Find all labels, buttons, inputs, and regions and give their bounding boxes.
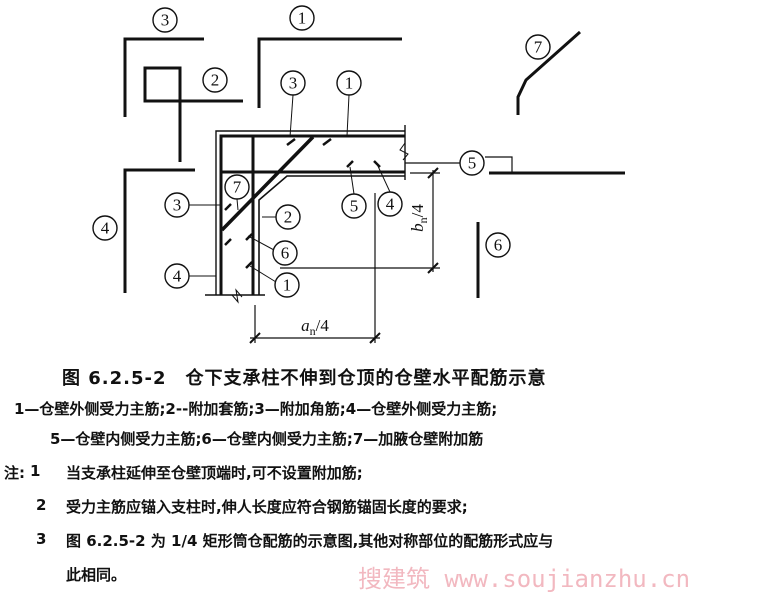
- svg-text:5: 5: [468, 154, 477, 173]
- marker-left4: 4: [164, 263, 190, 289]
- marker-5: 5: [341, 193, 367, 219]
- note-1-number: 1: [30, 462, 41, 480]
- svg-text:4: 4: [386, 195, 395, 214]
- watermark: 搜建筑 www.soujianzhu.cn: [358, 565, 691, 593]
- svg-text:4: 4: [173, 267, 182, 286]
- svg-text:1: 1: [283, 276, 292, 295]
- note-3-text: 图 6.2.5-2 为 1/4 矩形筒仓配筋的示意图,其他对称部位的配筋形式应与: [66, 532, 554, 550]
- note-2-text: 受力主筋应锚入支柱时,伸人长度应符合钢筋锚固长度的要求;: [66, 498, 468, 516]
- marker-6: 6: [272, 240, 298, 266]
- bar-piece-5: [405, 156, 625, 175]
- dimension-bn: bn/4: [280, 167, 440, 274]
- marker-7: 7: [224, 174, 250, 200]
- bar-piece-3: [123, 37, 204, 117]
- svg-text:4: 4: [101, 219, 110, 238]
- marker-2: 2: [275, 204, 301, 230]
- marker-1: 1: [274, 272, 300, 298]
- svg-text:3: 3: [173, 196, 182, 215]
- svg-text:6: 6: [494, 236, 503, 255]
- svg-text:1: 1: [298, 9, 307, 28]
- bar-piece-4: [123, 168, 195, 293]
- marker-piece1: 1: [289, 5, 315, 31]
- legend-line-2: 5—仓壁内侧受力主筋;6—仓壁内侧受力主筋;7—加腋仓壁附加筋: [50, 430, 484, 448]
- note-3-number: 3: [36, 530, 47, 548]
- svg-text:5: 5: [350, 197, 359, 216]
- svg-text:3: 3: [289, 74, 298, 93]
- dimension-bn-label: bn/4: [408, 204, 430, 232]
- marker-piece4: 4: [92, 215, 118, 241]
- marker-piece2: 2: [202, 67, 228, 93]
- wall-corner: [205, 125, 409, 304]
- marker-4: 4: [377, 191, 403, 217]
- marker-piece5: 5: [459, 150, 485, 176]
- marker-top1: 1: [336, 70, 362, 96]
- marker-top3: 3: [280, 70, 306, 96]
- marker-left3: 3: [164, 192, 190, 218]
- svg-text:2: 2: [211, 71, 220, 90]
- svg-text:3: 3: [161, 11, 170, 30]
- svg-text:6: 6: [281, 244, 290, 263]
- svg-text:2: 2: [284, 208, 293, 227]
- note-3-continuation: 此相同。: [66, 566, 127, 584]
- dimension-an-label: an/4: [301, 316, 329, 338]
- legend-line-1: 1—仓壁外侧受力主筋;2--附加套筋;3—附加角筋;4—仓壁外侧受力主筋;: [14, 400, 498, 418]
- note-2-number: 2: [36, 496, 47, 514]
- bar-piece-1: [257, 37, 402, 108]
- marker-piece7: 7: [525, 34, 551, 60]
- bar-piece-7: [516, 30, 581, 115]
- dimension-an: an/4: [249, 193, 381, 344]
- reinforcement-diagram: bn/4 an/4 3 2 1 4 7 5 6 3 1 7 3 2 5 4 6 …: [92, 5, 625, 344]
- marker-piece3: 3: [152, 7, 178, 33]
- svg-text:1: 1: [345, 74, 354, 93]
- svg-text:7: 7: [534, 38, 543, 57]
- svg-text:7: 7: [233, 178, 242, 197]
- marker-piece6: 6: [485, 232, 511, 258]
- figure-caption: 图 6.2.5-2 仓下支承柱不伸到仓顶的仓壁水平配筋示意: [62, 368, 547, 389]
- note-1-text: 当支承柱延伸至仓壁顶端时,可不设置附加筋;: [66, 464, 363, 482]
- notes-prefix: 注:: [4, 464, 25, 482]
- bar-piece-2: [143, 66, 243, 162]
